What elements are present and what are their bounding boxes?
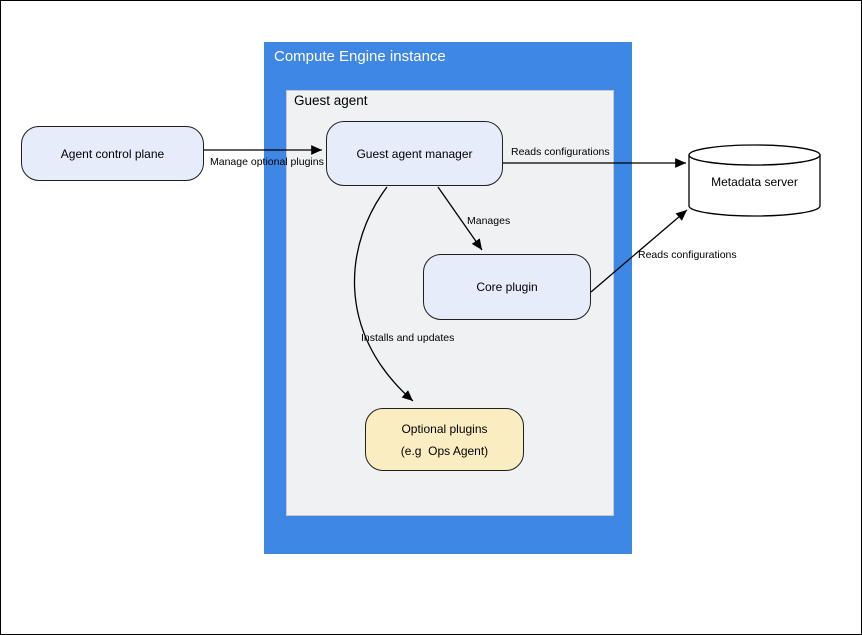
edge-label-manager-reads-configurations: Reads configurations	[511, 146, 610, 158]
edge-label-installs-and-updates: Installs and updates	[361, 332, 455, 344]
node-core-plugin: Core plugin	[423, 254, 591, 320]
guest-agent-label: Guest agent	[294, 93, 368, 108]
edge-label-core-reads-configurations: Reads configurations	[638, 249, 737, 261]
node-agent-control-plane: Agent control plane	[21, 126, 204, 181]
node-metadata-server-label: Metadata server	[711, 175, 798, 189]
node-guest-agent-manager: Guest agent manager	[326, 121, 503, 186]
node-core-plugin-label: Core plugin	[476, 280, 538, 294]
node-optional-plugins: Optional plugins (e.g Ops Agent)	[365, 408, 524, 471]
node-guest-agent-manager-label: Guest agent manager	[356, 146, 473, 161]
edge-label-manage-optional-plugins: Manage optional plugins	[210, 156, 324, 168]
edge-label-manages: Manages	[467, 215, 511, 227]
node-optional-plugins-label-line1: Optional plugins	[401, 421, 488, 436]
node-agent-control-plane-label: Agent control plane	[60, 146, 165, 161]
node-optional-plugins-label-line2: (e.g Ops Agent)	[400, 443, 489, 458]
compute-engine-instance-label: Compute Engine instance	[274, 48, 446, 65]
